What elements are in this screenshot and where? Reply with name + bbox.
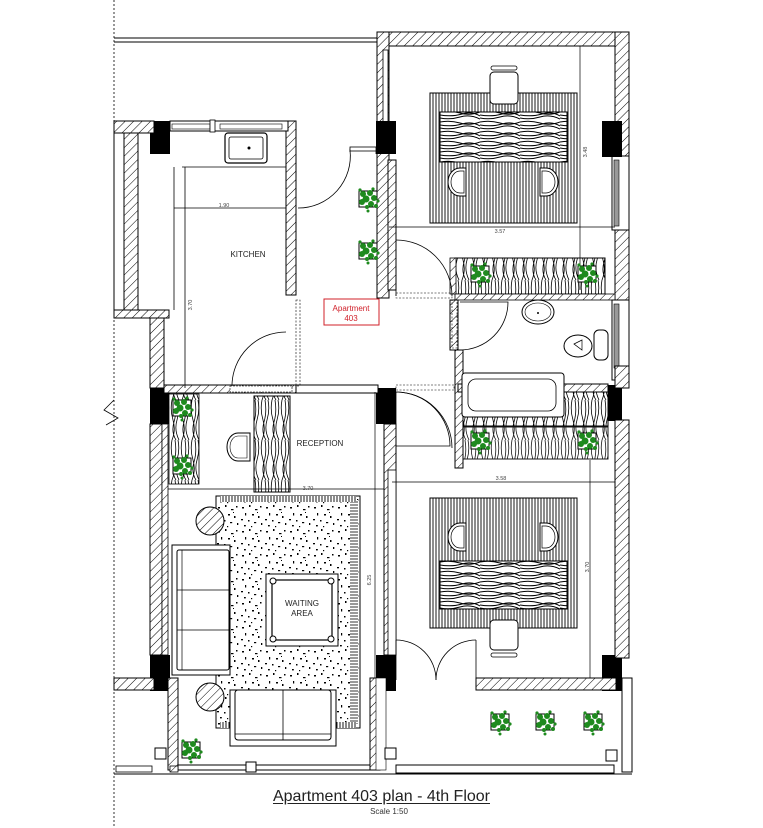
plant-icon (489, 709, 513, 736)
kitchen-room: 1.90 3.70 KITCHEN (173, 132, 287, 388)
apartment-tag: Apartment 403 (323, 298, 380, 326)
column (150, 121, 170, 154)
reception-chair (226, 432, 251, 462)
door-swing-kitchen (231, 331, 287, 387)
dim-bedroom-bottom-width: 3.58 (496, 476, 507, 482)
waiting-area-room: WAITING AREA 6.25 (171, 495, 373, 764)
door-swing-reception (395, 391, 451, 447)
room-label-reception: RECEPTION (297, 439, 344, 448)
drawing-scale: Scale 1:50 (370, 807, 408, 816)
bedroom-bottom-room: 3.58 3.70 (392, 460, 615, 681)
dim-kitchen-length: 3.70 (188, 300, 194, 311)
column (376, 121, 396, 154)
side-table (195, 682, 225, 712)
dim-bedroom-top-width: 3.57 (495, 229, 506, 235)
bed (439, 560, 568, 610)
bedroom-top-room: 3.57 3.48 (389, 46, 615, 297)
plant-icon (357, 186, 381, 213)
dim-waiting-length: 6.25 (367, 575, 373, 586)
column (150, 655, 170, 691)
door-swing-bedroom-top (395, 239, 453, 297)
dim-reception-width: 3.70 (303, 486, 314, 492)
reception-room: RECEPTION 3.70 (168, 391, 451, 678)
break-line (103, 399, 119, 426)
door-swing-bathroom (459, 301, 509, 351)
reception-desk (253, 395, 291, 493)
door-swing-balcony-left (395, 639, 437, 681)
dim-bedroom-bottom-length: 3.70 (585, 562, 591, 573)
drawing-title: Apartment 403 plan - 4th Floor (0, 788, 763, 806)
plant-icon (534, 709, 558, 736)
dim-kitchen-width: 1.90 (219, 203, 230, 209)
dim-bedroom-top-length: 3.48 (583, 147, 589, 158)
plant-icon (180, 737, 204, 764)
plant-icon (357, 238, 381, 265)
drawing-title-text: Apartment 403 plan - 4th Floor (272, 788, 490, 805)
chair (489, 71, 519, 105)
bathroom-room (395, 299, 609, 460)
room-label-kitchen: KITCHEN (230, 250, 265, 259)
svg-text:Apartment: Apartment (333, 304, 371, 313)
column (150, 388, 170, 424)
column (376, 388, 396, 424)
room-label-waiting-1: WAITING (285, 599, 319, 608)
bed (439, 111, 568, 163)
column (602, 121, 622, 157)
toilet (563, 329, 609, 361)
room-label-waiting-2: AREA (291, 609, 313, 618)
door-swing-balcony-right (435, 639, 477, 681)
svg-text:403: 403 (344, 314, 358, 323)
side-table (195, 506, 225, 536)
sofa-three-seat (171, 544, 231, 676)
plant-icon (582, 709, 606, 736)
chair (489, 619, 519, 651)
sofa-two-seat (229, 689, 337, 747)
